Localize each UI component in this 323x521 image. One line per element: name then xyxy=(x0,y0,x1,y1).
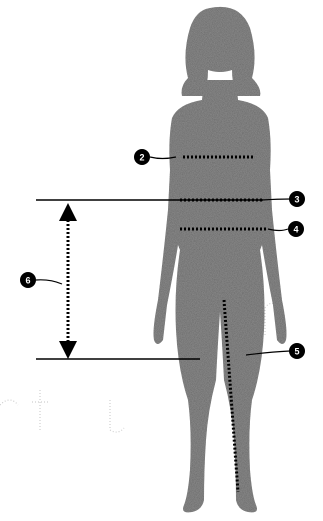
svg-text:5: 5 xyxy=(294,347,299,357)
marker-5[interactable]: 5 xyxy=(289,343,305,359)
svg-text:6: 6 xyxy=(25,276,30,286)
svg-text:3: 3 xyxy=(294,195,299,205)
female-silhouette xyxy=(154,7,287,512)
svg-text:2: 2 xyxy=(139,153,144,163)
leader-2 xyxy=(150,157,176,159)
marker-3[interactable]: 3 xyxy=(289,191,305,207)
leader-4 xyxy=(268,229,288,231)
leader-3 xyxy=(262,199,290,200)
leader-6 xyxy=(36,280,62,284)
marker-4[interactable]: 4 xyxy=(288,221,304,237)
svg-text:4: 4 xyxy=(293,225,298,235)
marker-2[interactable]: 2 xyxy=(134,149,150,165)
marker-6[interactable]: 6 xyxy=(20,272,36,288)
